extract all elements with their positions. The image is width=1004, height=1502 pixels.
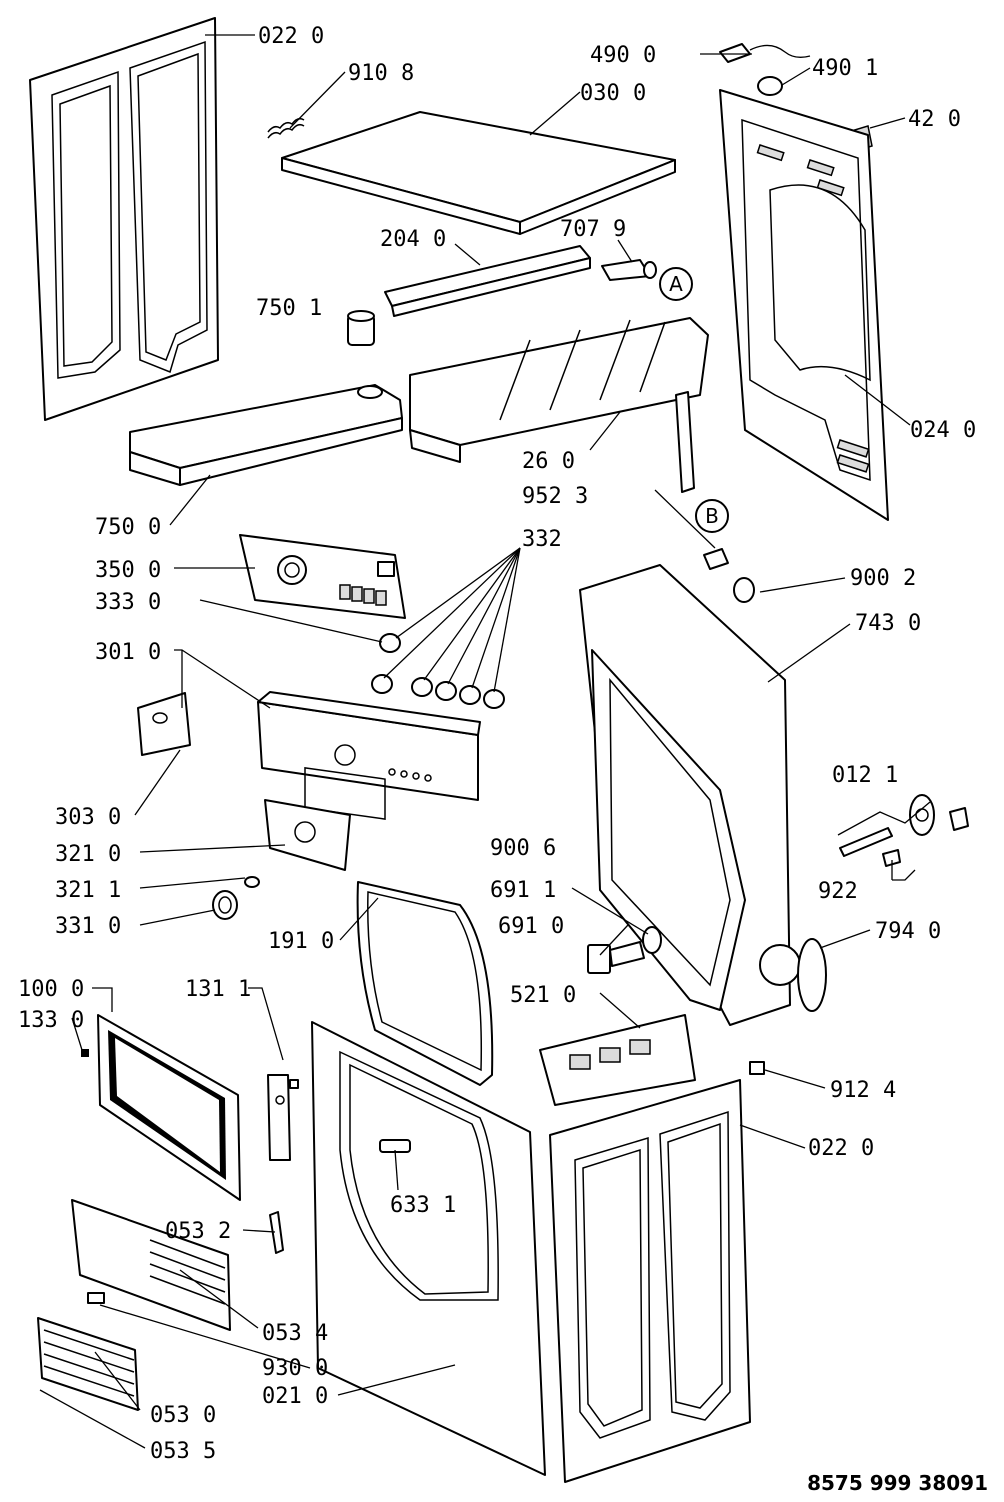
label-750-1: 750 1 [256, 296, 322, 321]
callout-a: A [659, 267, 693, 301]
label-26-0: 26 0 [522, 449, 575, 474]
front-panel [311, 1021, 546, 1476]
label-350-0: 350 0 [95, 558, 161, 583]
water-container [409, 317, 709, 493]
label-131-1: 131 1 [185, 977, 251, 1002]
drawer-housing [129, 384, 403, 486]
document-code: 8575 999 38091 [807, 1471, 988, 1495]
label-707-9: 707 9 [560, 217, 626, 242]
door-gasket [356, 881, 494, 1086]
leader-lines [39, 34, 931, 1449]
screw-912-4 [749, 1061, 765, 1075]
label-952-3: 952 3 [522, 484, 588, 509]
control-panel-fascia [257, 691, 481, 820]
knob-ring [244, 876, 260, 888]
hinge-assembly [839, 794, 969, 867]
label-321-1: 321 1 [55, 878, 121, 903]
label-794-0: 794 0 [875, 919, 941, 944]
control-board [239, 534, 406, 619]
o-ring [642, 926, 662, 954]
small-button-900-2 [733, 577, 755, 603]
label-204-0: 204 0 [380, 227, 446, 252]
label-321-0: 321 0 [55, 842, 121, 867]
fascia-cover [137, 692, 191, 756]
label-521-0: 521 0 [510, 983, 576, 1008]
pump-knob [703, 548, 729, 570]
drum-housing [579, 564, 801, 1026]
label-922: 922 [818, 879, 858, 904]
control-plate [264, 799, 351, 871]
label-053-5: 053 5 [150, 1439, 216, 1464]
cable-clip [757, 76, 783, 96]
label-930-0: 930 0 [262, 1356, 328, 1381]
bolt-133 [81, 1049, 89, 1057]
side-panel-bottom-right [549, 1079, 751, 1483]
label-022-0-bottom: 022 0 [808, 1136, 874, 1161]
label-053-0: 053 0 [150, 1403, 216, 1428]
label-900-2: 900 2 [850, 566, 916, 591]
door-hinge [267, 1074, 299, 1161]
label-191-0: 191 0 [268, 929, 334, 954]
label-053-2: 053 2 [165, 1219, 231, 1244]
small-block [87, 1292, 105, 1304]
label-333-0: 333 0 [95, 590, 161, 615]
selector-knob-333 [379, 633, 401, 653]
label-912-4: 912 4 [830, 1078, 896, 1103]
label-133-0: 133 0 [18, 1008, 84, 1033]
label-490-0: 490 0 [590, 43, 656, 68]
sensor-part [601, 259, 657, 281]
side-panel-top-left [29, 17, 219, 421]
label-301-0: 301 0 [95, 640, 161, 665]
label-900-6: 900 6 [490, 836, 556, 861]
louvre-filter [37, 1317, 139, 1411]
part-labels: 022 0 910 8 490 0 490 1 030 0 42 0 204 0… [18, 24, 976, 1464]
label-691-0: 691 0 [498, 914, 564, 939]
label-022-0-top: 022 0 [258, 24, 324, 49]
label-633-1: 633 1 [390, 1193, 456, 1218]
plinth-grille [71, 1199, 231, 1331]
electronic-module [539, 1014, 696, 1106]
top-support-bar [384, 245, 591, 317]
callout-a-label: A [669, 272, 683, 296]
label-021-0: 021 0 [262, 1384, 328, 1409]
button-knobs-332 [371, 674, 505, 709]
top-cover [281, 111, 676, 235]
latch-pin [269, 1211, 284, 1254]
label-42-0: 42 0 [908, 107, 961, 132]
label-024-0: 024 0 [910, 418, 976, 443]
label-743-0: 743 0 [855, 611, 921, 636]
label-691-1: 691 1 [490, 878, 556, 903]
door-frame [97, 1014, 241, 1201]
spring-part [267, 117, 305, 139]
power-plug [719, 43, 811, 63]
callout-b: B [695, 499, 729, 533]
label-100-0: 100 0 [18, 977, 84, 1002]
label-303-0: 303 0 [55, 805, 121, 830]
bushing-part [347, 310, 375, 346]
drain-pump [587, 941, 645, 974]
label-750-0: 750 0 [95, 515, 161, 540]
label-331-0: 331 0 [55, 914, 121, 939]
main-knob [212, 890, 238, 920]
label-490-1: 490 1 [812, 56, 878, 81]
rear-panel [719, 89, 889, 521]
callout-b-label: B [705, 504, 719, 528]
label-053-4: 053 4 [262, 1321, 328, 1346]
label-332: 332 [522, 527, 562, 552]
seal-ring [797, 938, 827, 1012]
label-910-8: 910 8 [348, 61, 414, 86]
label-030-0: 030 0 [580, 81, 646, 106]
label-012-1: 012 1 [832, 763, 898, 788]
